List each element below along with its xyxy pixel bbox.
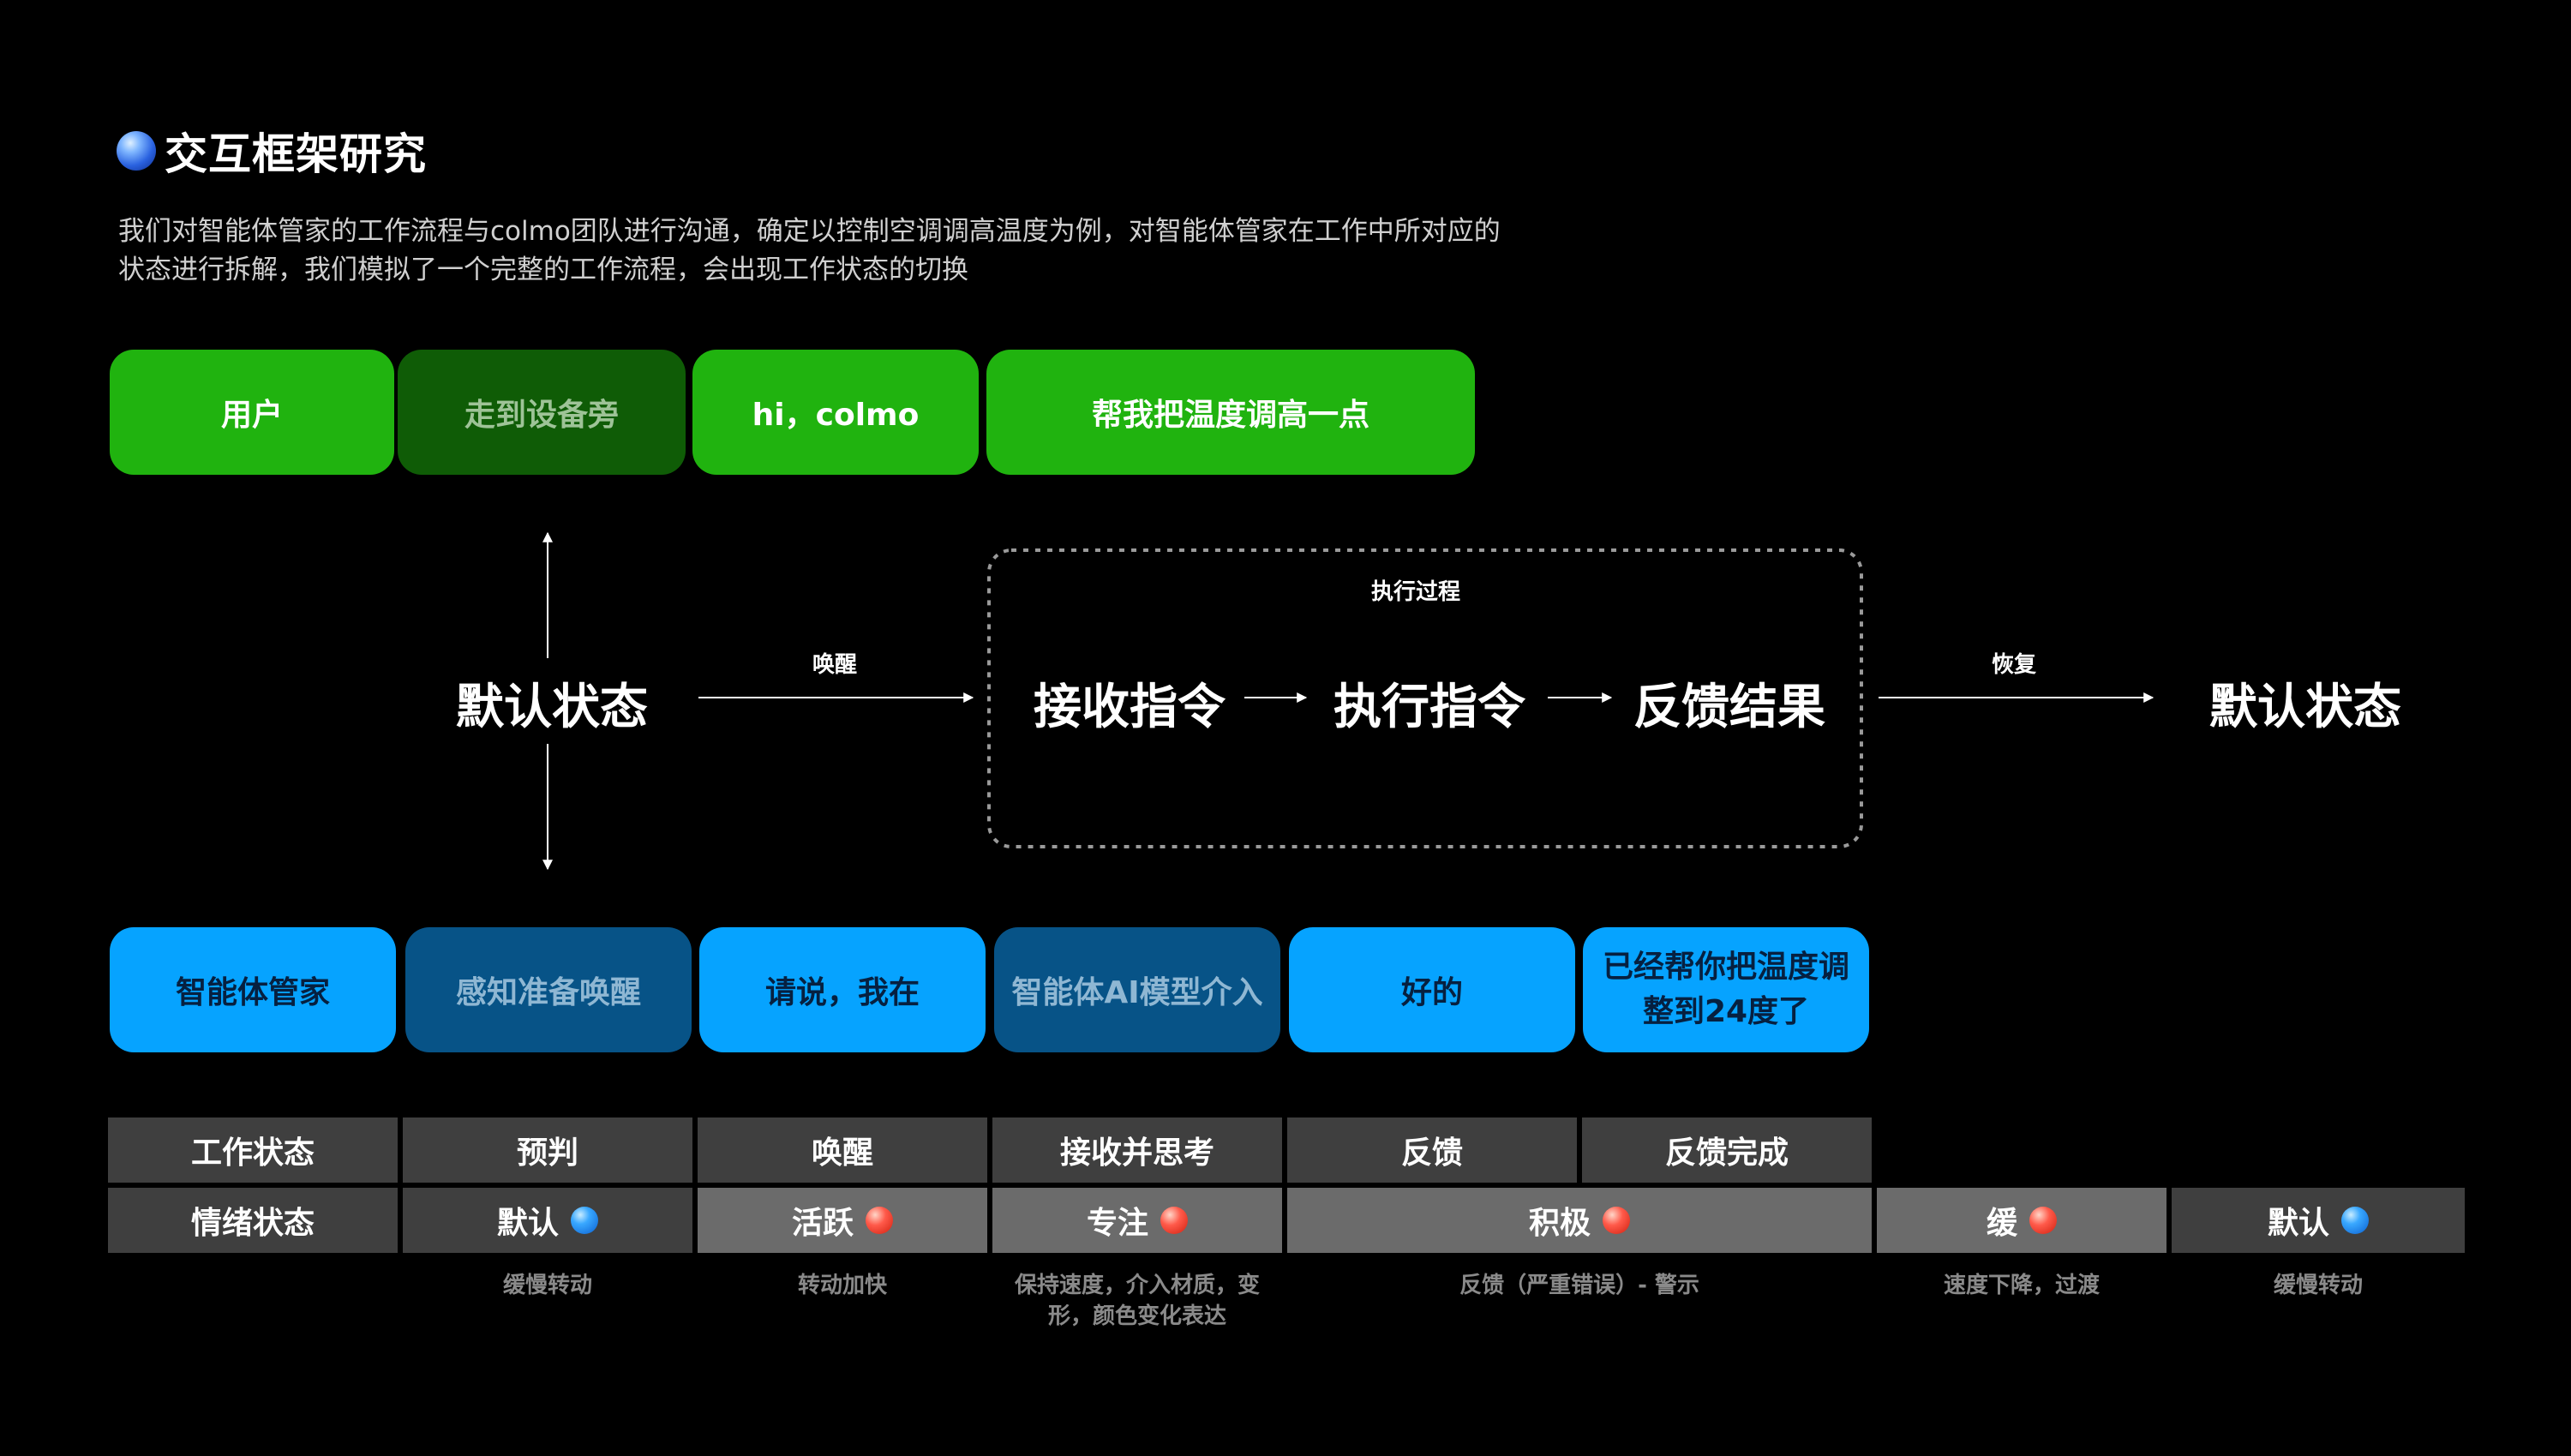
work-state-cell: 接收并思考 xyxy=(992,1117,1282,1183)
red-orb-icon xyxy=(1160,1207,1188,1234)
user-approach-pill: 走到设备旁 xyxy=(398,350,686,475)
process-label: 执行过程 xyxy=(1371,579,1461,605)
emotion-state-cell: 活跃 xyxy=(698,1188,987,1253)
user-greeting-pill: hi，colmo xyxy=(692,350,979,475)
work-state-cell: 反馈完成 xyxy=(1582,1117,1872,1183)
page-title: 交互框架研究 xyxy=(165,129,427,179)
step-receive: 接收指令 xyxy=(1034,680,1226,735)
emotion-state-cell: 默认 xyxy=(2172,1188,2465,1253)
restore-label: 恢复 xyxy=(1992,652,2037,678)
red-orb-icon xyxy=(2029,1207,2057,1234)
note-keep-speed: 保持速度，介入材质，变形，颜色变化表达 xyxy=(1014,1273,1260,1329)
step-feedback: 反馈结果 xyxy=(1633,680,1825,735)
description: 我们对智能体管家的工作流程与colmo团队进行沟通，确定以控制空调调高温度为例，… xyxy=(118,213,1747,290)
agent-ai-pill: 智能体AI模型介入 xyxy=(994,927,1280,1052)
flow-start-state: 默认状态 xyxy=(456,680,648,735)
red-orb-icon xyxy=(866,1207,893,1234)
emotion-state-header: 情绪状态 xyxy=(108,1188,398,1253)
note-slow-rotate: 缓慢转动 xyxy=(502,1273,592,1298)
red-orb-icon xyxy=(1603,1207,1630,1234)
process-box xyxy=(987,548,1863,848)
agent-sense-pill: 感知准备唤醒 xyxy=(405,927,692,1052)
work-state-header: 工作状态 xyxy=(108,1117,398,1183)
note-slow-rotate-end: 缓慢转动 xyxy=(2273,1273,2363,1298)
emotion-state-cell: 专注 xyxy=(992,1188,1282,1253)
emotion-label: 缓 xyxy=(1986,1206,2017,1241)
agent-reply-pill: 请说，我在 xyxy=(699,927,986,1052)
section-header: 交互框架研究 xyxy=(117,120,427,182)
work-state-cell: 唤醒 xyxy=(698,1117,987,1183)
user-label-pill: 用户 xyxy=(110,350,394,475)
note-feedback-warning: 反馈（严重错误）- 警示 xyxy=(1459,1273,1699,1298)
emotion-label: 默认 xyxy=(496,1206,559,1241)
flow-end-state: 默认状态 xyxy=(2209,680,2401,735)
work-state-cell: 反馈 xyxy=(1287,1117,1577,1183)
step-execute: 执行指令 xyxy=(1333,680,1525,735)
blue-orb-icon xyxy=(571,1207,598,1234)
work-state-cell: 预判 xyxy=(403,1117,692,1183)
description-line-2: 状态进行拆解，我们模拟了一个完整的工作流程，会出现工作状态的切换 xyxy=(118,255,968,285)
emotion-label: 专注 xyxy=(1086,1206,1148,1241)
agent-label-pill: 智能体管家 xyxy=(110,927,396,1052)
emotion-state-cell: 默认 xyxy=(403,1188,692,1253)
emotion-label: 活跃 xyxy=(791,1206,854,1241)
emotion-state-cell: 积极 xyxy=(1287,1188,1872,1253)
blue-orb-icon xyxy=(2341,1207,2369,1234)
description-line-1: 我们对智能体管家的工作流程与colmo团队进行沟通，确定以控制空调调高温度为例，… xyxy=(118,216,1501,247)
user-request-pill: 帮我把温度调高一点 xyxy=(986,350,1475,475)
emotion-label: 积极 xyxy=(1528,1206,1591,1241)
agent-done-pill: 已经帮你把温度调整到24度了 xyxy=(1583,927,1869,1052)
orb-icon xyxy=(117,131,156,171)
emotion-label: 默认 xyxy=(2267,1206,2329,1241)
emotion-label: 情绪状态 xyxy=(190,1206,315,1241)
note-speed-up: 转动加快 xyxy=(797,1273,887,1298)
emotion-state-cell: 缓 xyxy=(1877,1188,2166,1253)
agent-ok-pill: 好的 xyxy=(1289,927,1575,1052)
note-slow-down: 速度下降，过渡 xyxy=(1943,1273,2100,1298)
wake-label: 唤醒 xyxy=(812,652,858,678)
